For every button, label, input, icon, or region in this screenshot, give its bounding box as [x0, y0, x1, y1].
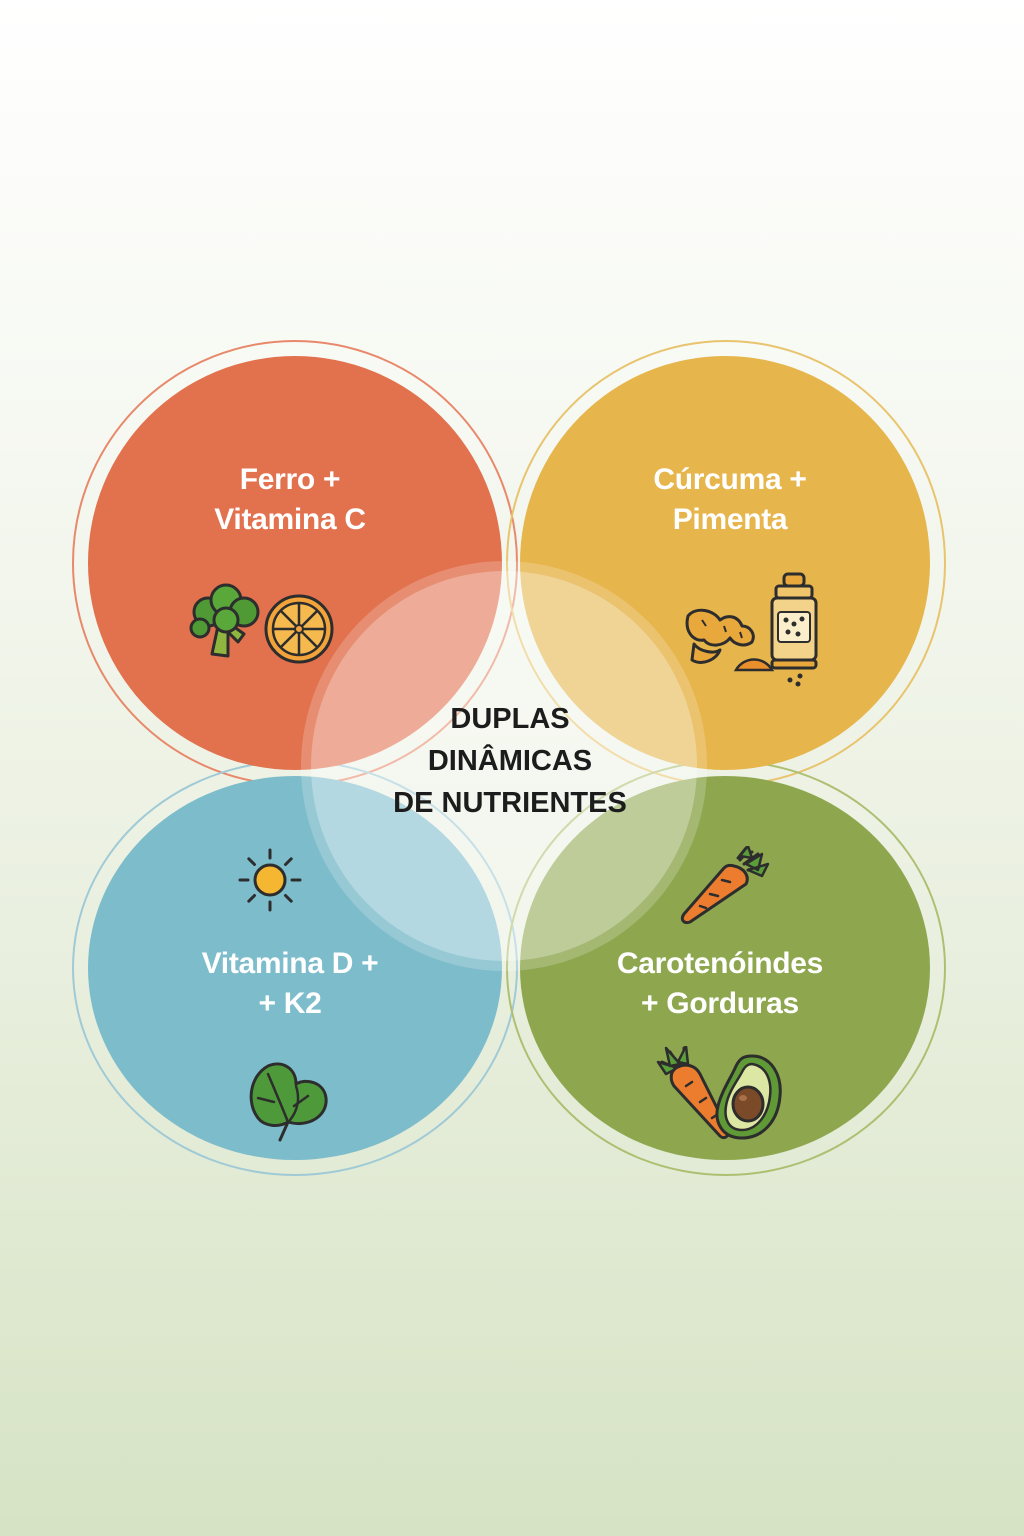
center-circle: [311, 571, 697, 961]
label-line: Ferro +: [239, 463, 341, 496]
label-carotenoides-gorduras: Carotenóindes + Gorduras: [617, 944, 823, 1024]
label-line: + Gorduras: [641, 987, 799, 1020]
sun-icon: [238, 848, 302, 912]
title-line: DINÂMICAS: [427, 745, 593, 777]
pepper-shaker-icon: [770, 572, 818, 687]
label-line: + K2: [258, 987, 322, 1020]
label-line: Vitamina D +: [201, 947, 379, 980]
label-curcuma-pimenta: Cúrcuma + Pimenta: [653, 460, 807, 540]
label-vitamina-d-k2: Vitamina D + + K2: [202, 944, 379, 1024]
broccoli-icon: [189, 583, 260, 658]
center-title: DUPLAS DINÂMICAS DE NUTRIENTES: [393, 698, 627, 824]
label-line: Carotenóindes: [616, 947, 824, 980]
label-ferro-vitamina-c: Ferro + Vitamina C: [214, 460, 366, 540]
spinach-leaf-icon: [249, 1062, 328, 1142]
title-line: DE NUTRIENTES: [393, 787, 627, 819]
orange-slice-icon: [264, 594, 334, 664]
label-line: Vitamina C: [214, 503, 366, 536]
label-line: Cúrcuma +: [653, 463, 807, 496]
title-line: DUPLAS: [450, 703, 570, 735]
carrot-icon: [680, 846, 770, 924]
disc-curcuma-pimenta: [520, 356, 930, 770]
turmeric-root-icon: [685, 608, 775, 672]
label-line: Pimenta: [672, 503, 788, 536]
disc-ferro-vitamina-c: [88, 356, 502, 770]
carrot-avocado-icon: [656, 1046, 782, 1140]
